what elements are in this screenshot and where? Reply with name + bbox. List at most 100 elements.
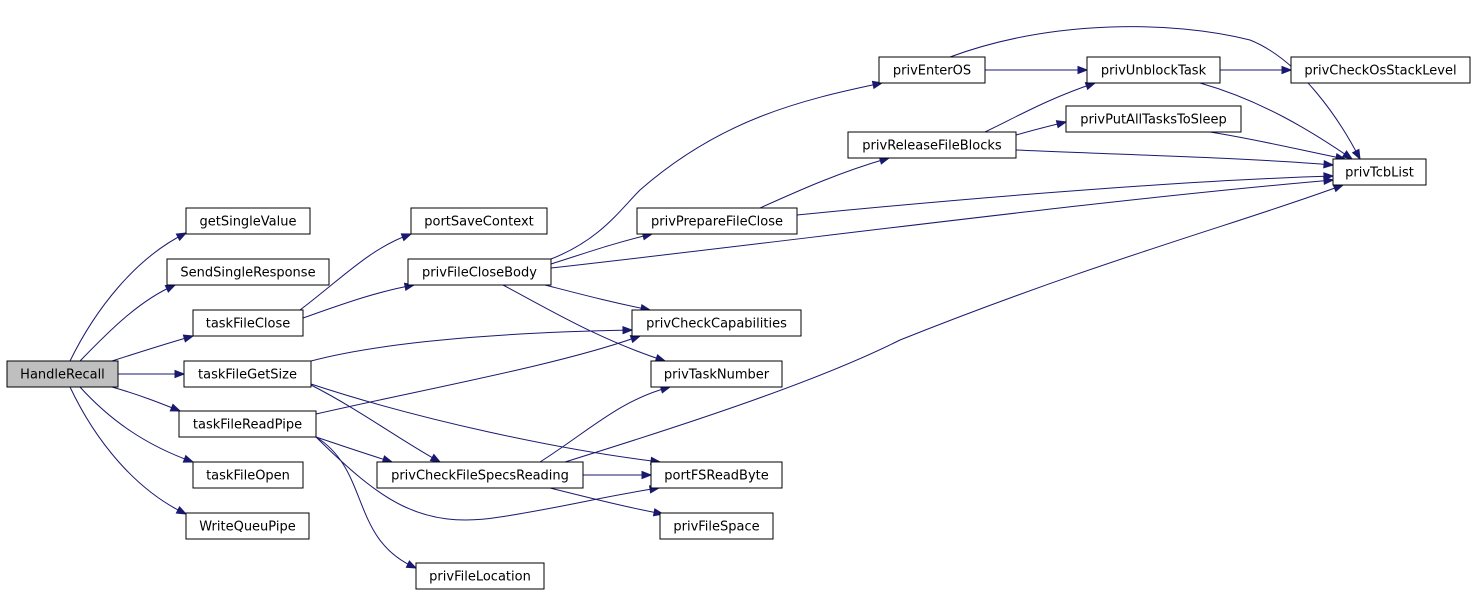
arrowhead-icon bbox=[1323, 172, 1335, 181]
edge-line bbox=[1015, 149, 1334, 166]
edge-HandleRecall-to-SendSingleResponse bbox=[79, 284, 177, 362]
edge-HandleRecall-to-taskFileGetSize bbox=[118, 369, 186, 379]
node-box[interactable] bbox=[410, 207, 548, 235]
node-label: privTaskNumber bbox=[664, 368, 770, 383]
node-box[interactable] bbox=[183, 360, 312, 388]
node-box[interactable] bbox=[1290, 56, 1471, 84]
edge-line bbox=[1209, 131, 1346, 160]
edge-line bbox=[79, 284, 176, 362]
node-privPutAllTasksToSleep[interactable]: privPutAllTasksToSleep bbox=[1065, 105, 1242, 133]
node-WriteQueuPipe[interactable]: WriteQueuPipe bbox=[185, 512, 310, 540]
node-taskFileReadPipe[interactable]: taskFileReadPipe bbox=[178, 410, 317, 438]
arrowhead-icon bbox=[182, 334, 195, 343]
node-privFileLocation[interactable]: privFileLocation bbox=[415, 562, 545, 590]
arrowhead-icon bbox=[1084, 82, 1097, 91]
node-label: taskFileOpen bbox=[206, 469, 290, 484]
edge-line bbox=[796, 175, 1334, 216]
edge-privCheckFileSpecsReading-to-privTcbList bbox=[564, 184, 1345, 463]
node-label: privReleaseFileBlocks bbox=[862, 139, 1002, 154]
node-privUnblockTask[interactable]: privUnblockTask bbox=[1086, 56, 1221, 84]
edge-line bbox=[550, 233, 653, 265]
node-privFileSpace[interactable]: privFileSpace bbox=[659, 512, 774, 540]
edge-HandleRecall-to-taskFileOpen bbox=[79, 386, 195, 463]
node-box[interactable] bbox=[376, 461, 584, 489]
node-taskFileGetSize[interactable]: taskFileGetSize bbox=[183, 360, 312, 388]
arrowhead-icon bbox=[641, 470, 653, 480]
node-box[interactable] bbox=[636, 207, 798, 235]
node-box[interactable] bbox=[650, 360, 783, 388]
node-box[interactable] bbox=[185, 512, 310, 540]
node-privTaskNumber[interactable]: privTaskNumber bbox=[650, 360, 783, 388]
node-box[interactable] bbox=[6, 360, 119, 388]
node-box[interactable] bbox=[1332, 158, 1427, 186]
node-label: portSaveContext bbox=[424, 215, 533, 230]
node-label: taskFileReadPipe bbox=[193, 418, 302, 433]
node-label: privUnblockTask bbox=[1101, 64, 1207, 79]
arrowhead-icon bbox=[1341, 150, 1354, 160]
edge-privUnblockTask-to-privTcbList bbox=[1199, 82, 1354, 160]
node-getSingleValue[interactable]: getSingleValue bbox=[185, 207, 311, 235]
edge-HandleRecall-to-getSingleValue bbox=[69, 232, 188, 362]
node-privCheckFileSpecsReading[interactable]: privCheckFileSpecsReading bbox=[376, 461, 584, 489]
edge-privCheckFileSpecsReading-to-portFSReadByte bbox=[583, 470, 653, 480]
edge-line bbox=[544, 284, 651, 311]
node-privReleaseFileBlocks[interactable]: privReleaseFileBlocks bbox=[847, 131, 1017, 159]
node-portSaveContext[interactable]: portSaveContext bbox=[410, 207, 548, 235]
edge-line bbox=[315, 436, 660, 521]
node-privEnterOS[interactable]: privEnterOS bbox=[878, 56, 986, 84]
node-box[interactable] bbox=[631, 309, 802, 337]
edge-privEnterOS-to-privTcbList bbox=[949, 26, 1361, 161]
node-box[interactable] bbox=[178, 410, 317, 438]
node-label: privCheckFileSpecsReading bbox=[391, 469, 569, 484]
node-taskFileOpen[interactable]: taskFileOpen bbox=[192, 461, 304, 489]
arrowhead-icon bbox=[1351, 148, 1361, 161]
edge-privPrepareFileClose-to-privTcbList bbox=[796, 172, 1335, 216]
node-box[interactable] bbox=[192, 309, 304, 337]
node-privFileCloseBody[interactable]: privFileCloseBody bbox=[407, 258, 552, 286]
edge-taskFileReadPipe-to-privCheckFileSpecsReading bbox=[315, 436, 394, 464]
node-box[interactable] bbox=[166, 258, 330, 286]
edge-line bbox=[539, 386, 671, 463]
node-taskFileClose[interactable]: taskFileClose bbox=[192, 309, 304, 337]
edge-privEnterOS-to-privUnblockTask bbox=[985, 65, 1089, 75]
edge-privPrepareFileClose-to-privReleaseFileBlocks bbox=[759, 156, 891, 209]
edge-line bbox=[310, 384, 441, 463]
node-privCheckCapabilities[interactable]: privCheckCapabilities bbox=[631, 309, 802, 337]
arrowhead-icon bbox=[169, 403, 182, 412]
node-box[interactable] bbox=[192, 461, 304, 489]
node-box[interactable] bbox=[415, 562, 545, 590]
arrowhead-icon bbox=[654, 353, 667, 363]
node-label: WriteQueuPipe bbox=[199, 520, 295, 535]
node-label: portFSReadByte bbox=[664, 469, 769, 484]
node-label: getSingleValue bbox=[199, 215, 296, 230]
node-box[interactable] bbox=[407, 258, 552, 286]
node-HandleRecall[interactable]: HandleRecall bbox=[6, 360, 119, 388]
node-box[interactable] bbox=[185, 207, 311, 235]
edge-HandleRecall-to-taskFileClose bbox=[111, 334, 195, 362]
node-SendSingleResponse[interactable]: SendSingleResponse bbox=[166, 258, 330, 286]
edge-line bbox=[949, 26, 1361, 160]
node-box[interactable] bbox=[650, 461, 783, 489]
arrowhead-icon bbox=[1077, 65, 1089, 75]
node-box[interactable] bbox=[847, 131, 1017, 159]
arrowhead-icon bbox=[629, 335, 642, 344]
arrowhead-icon bbox=[405, 560, 418, 569]
node-box[interactable] bbox=[659, 512, 774, 540]
node-box[interactable] bbox=[1065, 105, 1242, 133]
node-privPrepareFileClose[interactable]: privPrepareFileClose bbox=[636, 207, 798, 235]
node-box[interactable] bbox=[1086, 56, 1221, 84]
edge-taskFileGetSize-to-privCheckFileSpecsReading bbox=[310, 384, 442, 463]
edge-line bbox=[502, 284, 666, 362]
edges-layer bbox=[69, 26, 1361, 569]
node-privCheckOsStackLevel[interactable]: privCheckOsStackLevel bbox=[1290, 56, 1471, 84]
edge-line bbox=[69, 232, 187, 362]
node-label: privFileCloseBody bbox=[422, 266, 537, 281]
node-label: taskFileGetSize bbox=[198, 368, 297, 383]
node-portFSReadByte[interactable]: portFSReadByte bbox=[650, 461, 783, 489]
edge-privCheckFileSpecsReading-to-privFileSpace bbox=[549, 487, 665, 517]
node-box[interactable] bbox=[878, 56, 986, 84]
node-privTcbList[interactable]: privTcbList bbox=[1332, 158, 1427, 186]
edge-line bbox=[550, 82, 883, 260]
arrowhead-icon bbox=[1281, 65, 1293, 75]
